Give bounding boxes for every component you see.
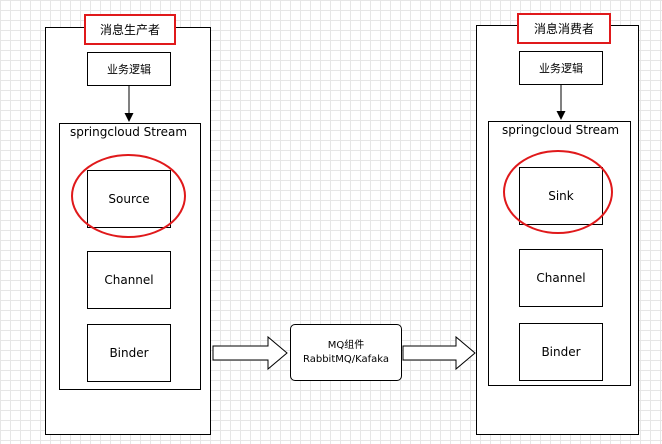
producer-title: 消息生产者: [84, 14, 176, 45]
consumer-business-logic: 业务逻辑: [519, 51, 603, 85]
consumer-binder-box: Binder: [519, 323, 603, 381]
consumer-channel-box: Channel: [519, 249, 603, 307]
producer-business-logic: 业务逻辑: [87, 52, 171, 86]
mq-component-label: MQ组件: [327, 339, 365, 351]
producer-channel-box: Channel: [87, 251, 171, 309]
producer-binder-box: Binder: [87, 324, 171, 382]
mq-component-box: MQ组件 RabbitMQ/Kafaka: [290, 324, 402, 381]
producer-source-box: Source: [87, 170, 171, 228]
mq-component-implementations: RabbitMQ/Kafaka: [302, 353, 390, 365]
consumer-stream-title: springcloud Stream: [502, 123, 620, 137]
consumer-title: 消息消费者: [517, 13, 611, 44]
producer-to-mq-arrow: [212, 335, 288, 371]
consumer-sink-box: Sink: [519, 167, 603, 225]
mq-to-consumer-arrow: [402, 335, 476, 371]
producer-stream-title: springcloud Stream: [70, 125, 188, 139]
